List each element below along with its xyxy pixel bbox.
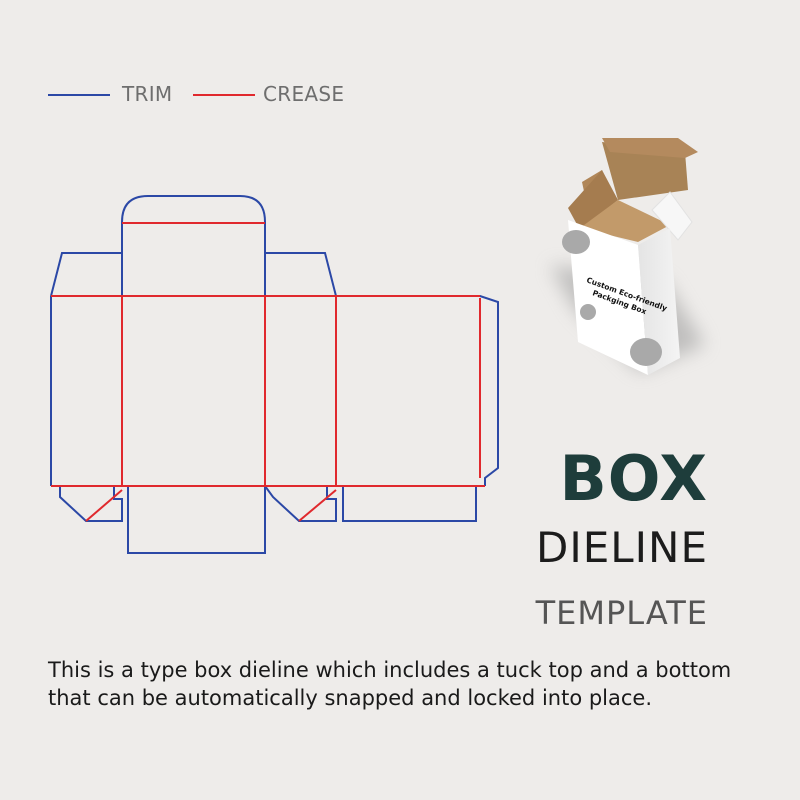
tuck-flap-trim bbox=[121, 195, 266, 296]
title-template: TEMPLATE bbox=[535, 594, 708, 632]
trim-legend-swatch bbox=[48, 94, 110, 96]
title-box: BOX bbox=[559, 442, 708, 515]
title-block: BOX DIELINE TEMPLATE bbox=[388, 446, 708, 634]
kraft-inner-left bbox=[568, 170, 618, 230]
trim-legend-label: TRIM bbox=[122, 82, 173, 106]
box-front-face bbox=[568, 220, 648, 375]
crease-lines bbox=[51, 222, 485, 522]
kraft-lid bbox=[602, 138, 698, 158]
title-dieline: DIELINE bbox=[535, 523, 708, 572]
description-text: This is a type box dieline which include… bbox=[48, 658, 732, 710]
lock-crease-right bbox=[298, 489, 337, 522]
legend: TRIM CREASE bbox=[48, 80, 368, 110]
right-dust-flap-trim bbox=[265, 252, 337, 297]
spot-bottom bbox=[630, 338, 662, 366]
left-dust-flap-trim bbox=[50, 252, 122, 297]
lock-crease-left bbox=[85, 489, 123, 522]
right-dust-flap bbox=[651, 191, 693, 241]
bottom-side-flap-trim bbox=[264, 485, 337, 522]
crease-legend-label: CREASE bbox=[263, 82, 345, 106]
bottom-left-flap-trim bbox=[51, 485, 123, 522]
kraft-inner bbox=[580, 200, 670, 242]
spot-top-left bbox=[562, 230, 590, 254]
box-3d-illustration: Custom Eco-friendly Packging Box bbox=[550, 138, 705, 375]
crease-legend-swatch bbox=[193, 94, 255, 96]
spot-mid-left bbox=[580, 304, 596, 320]
bottom-center-flap-trim bbox=[122, 485, 266, 554]
